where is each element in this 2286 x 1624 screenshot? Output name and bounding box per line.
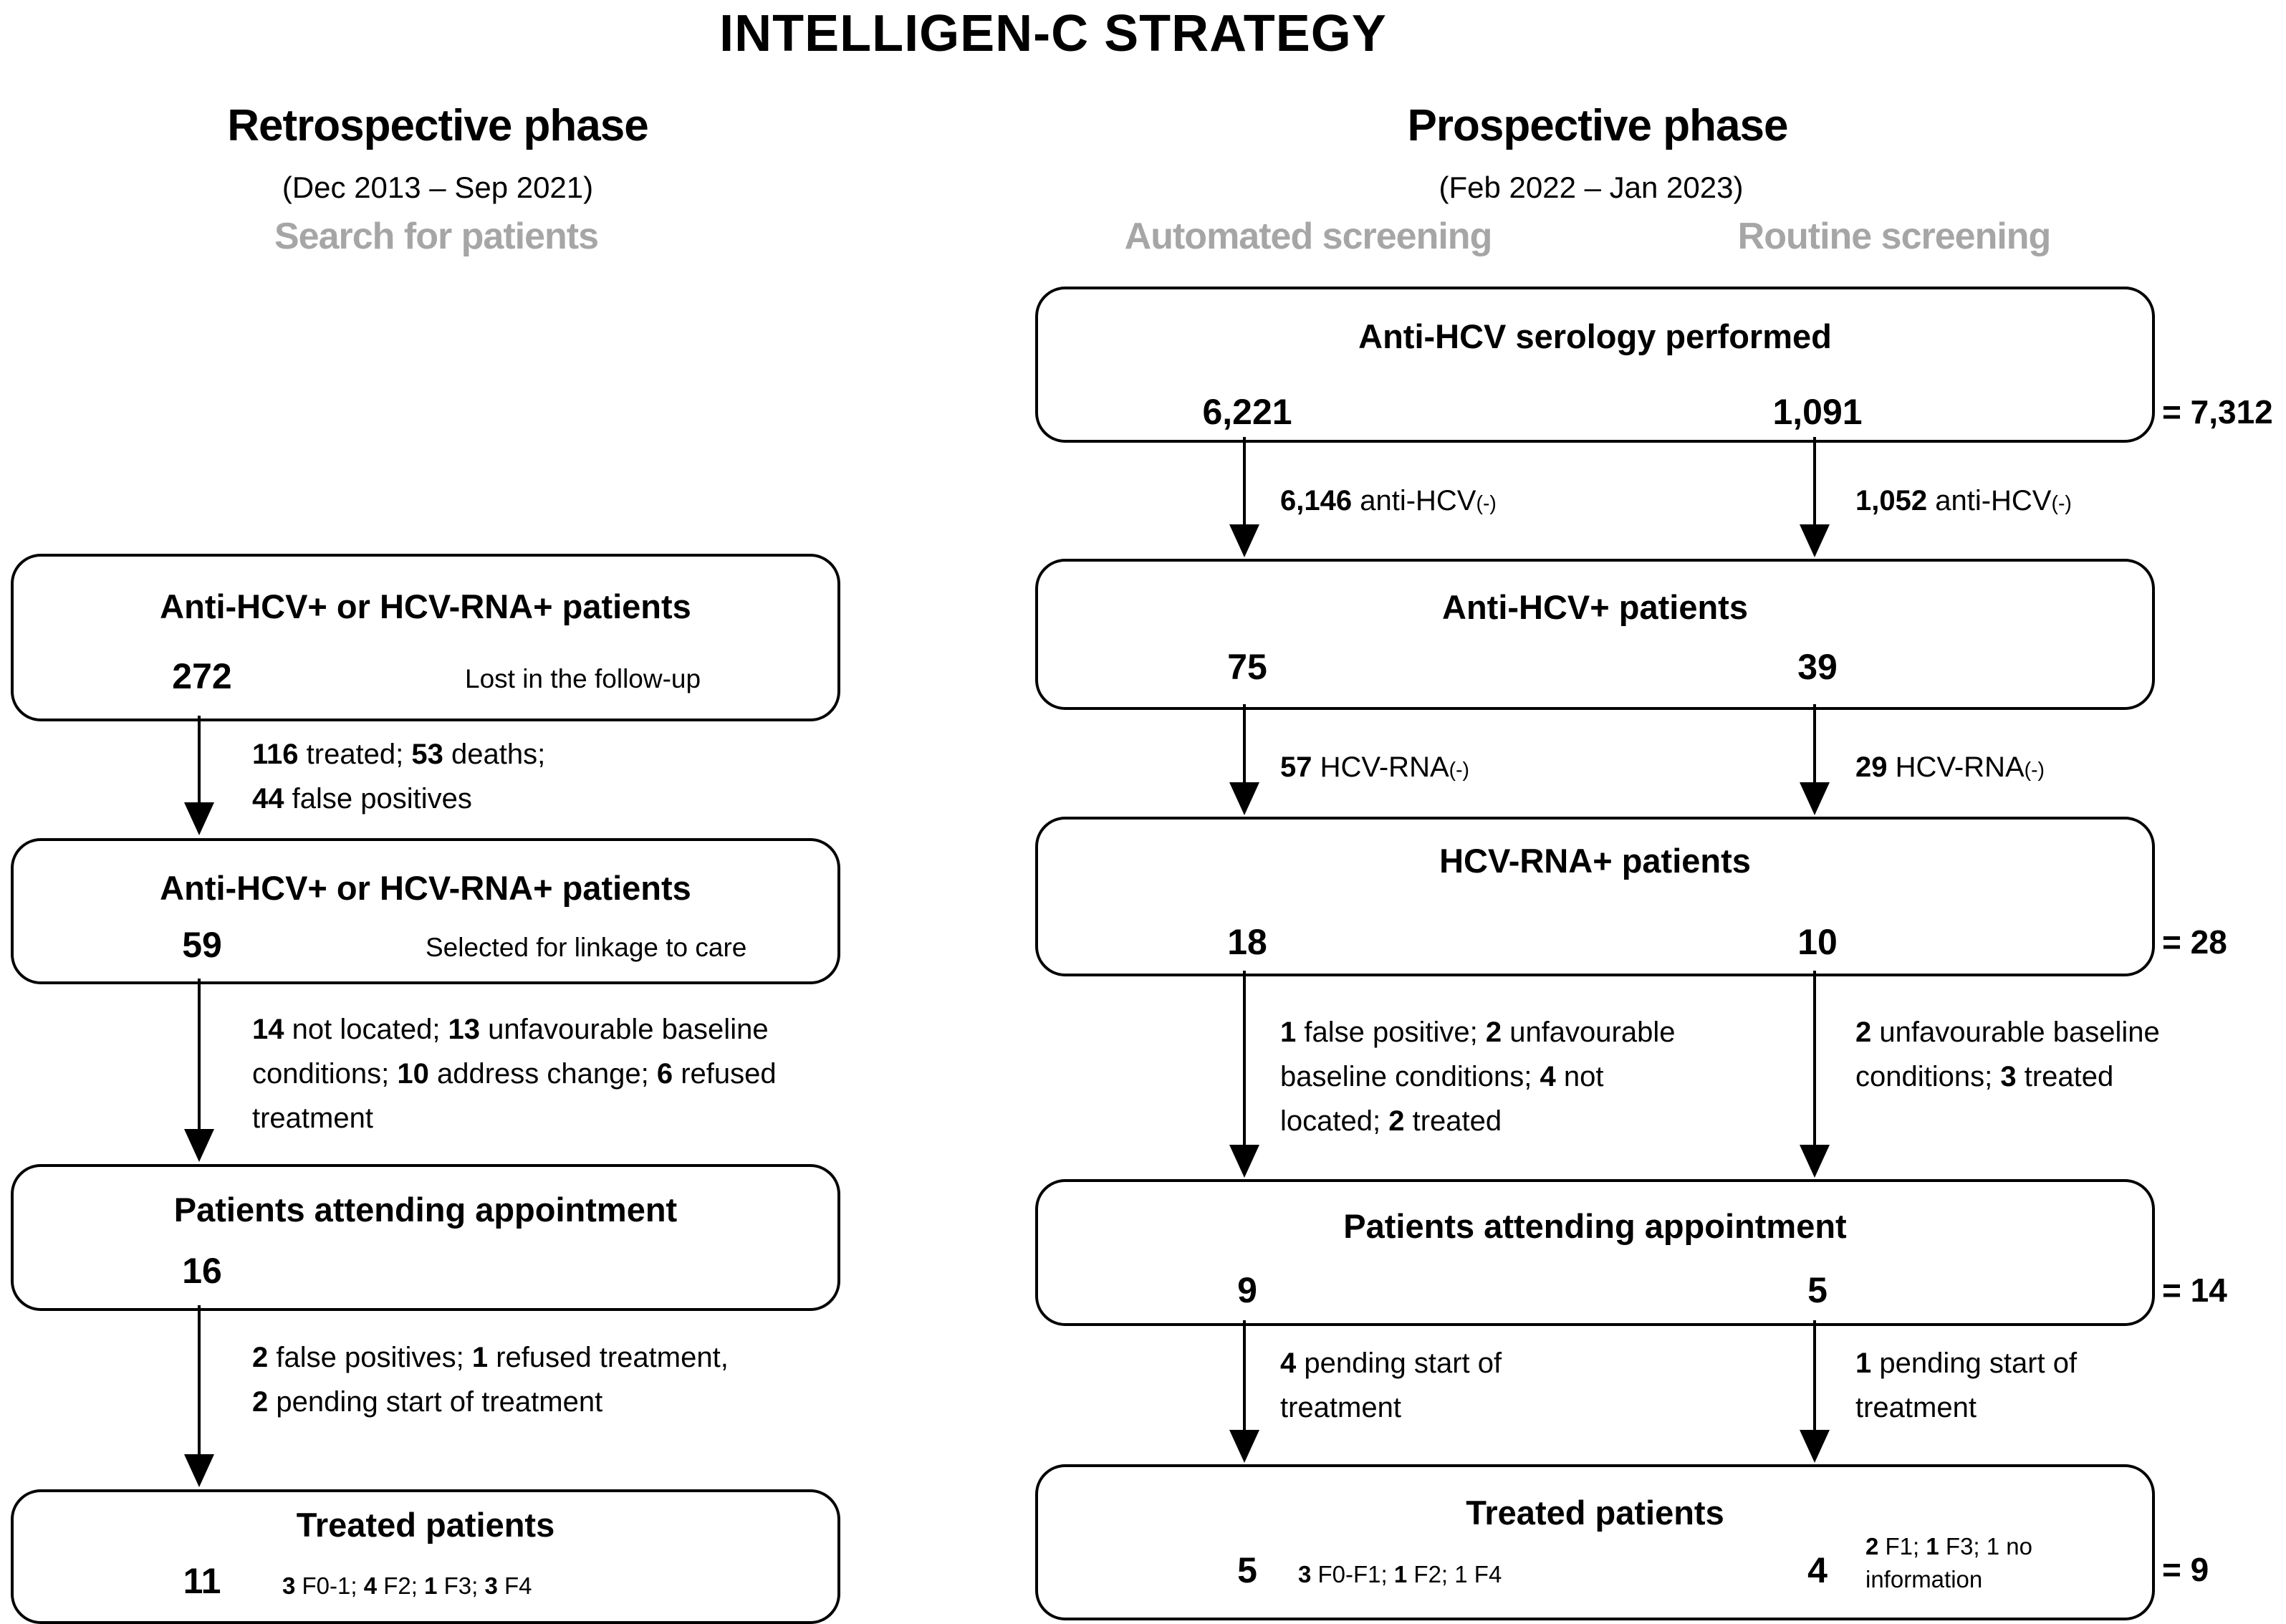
routine-count: 4	[1807, 1550, 1828, 1590]
arrow-label-retro-3: 2 false positives; 1 refused treatment,2…	[252, 1342, 729, 1418]
arrowhead-icon	[1229, 1145, 1259, 1178]
box-attending-appointment-pros: Patients attending appointment 9 5	[1035, 1179, 2155, 1326]
arrow-line	[1243, 704, 1246, 785]
patient-count: 16	[182, 1251, 222, 1291]
arrow-line	[1243, 971, 1246, 1148]
arrow-line	[1813, 1320, 1816, 1433]
arrow-label-retro-1: 116 treated; 53 deaths;44 false positive…	[252, 739, 546, 815]
box-anti-hcv-rna-59: Anti-HCV+ or HCV-RNA+ patients 59 Select…	[11, 838, 840, 984]
arrow-line	[1243, 1320, 1246, 1433]
box-serology-performed: Anti-HCV serology performed 6,221 1,091	[1035, 287, 2155, 443]
retrospective-mode-label: Search for patients	[274, 216, 599, 257]
retrospective-phase-heading: Retrospective phase	[227, 101, 648, 150]
routine-count: 10	[1797, 922, 1838, 962]
arrow-label-pros-1-left: 6,146 anti-HCV(-)	[1280, 485, 1497, 516]
arrow-label-retro-2: 14 not located; 13 unfavourable baseline…	[252, 1014, 777, 1134]
retrospective-phase-period: (Dec 2013 – Sep 2021)	[282, 170, 594, 204]
arrow-line	[1813, 704, 1816, 785]
arrowhead-icon	[1229, 524, 1259, 557]
arrow-line	[1243, 437, 1246, 527]
box-anti-hcv-rna-272: Anti-HCV+ or HCV-RNA+ patients 272 Lost …	[11, 554, 840, 721]
arrowhead-icon	[184, 802, 214, 835]
arrowhead-icon	[1800, 1430, 1830, 1463]
box-title: Anti-HCV+ or HCV-RNA+ patients	[160, 587, 691, 625]
routine-count: 5	[1807, 1270, 1828, 1310]
arrow-line	[1813, 437, 1816, 527]
automated-count: 9	[1237, 1270, 1257, 1310]
box-title: HCV-RNA+ patients	[1439, 842, 1751, 880]
patient-count: 59	[182, 925, 222, 965]
arrowhead-icon	[184, 1454, 214, 1487]
arrowhead-icon	[1800, 1145, 1830, 1178]
box-title: Anti-HCV serology performed	[1358, 317, 1832, 355]
box-title: Treated patients	[296, 1506, 555, 1544]
total-hcv-rna: = 28	[2162, 923, 2227, 961]
box-attending-appointment-retro: Patients attending appointment 16	[11, 1164, 840, 1311]
automated-count: 6,221	[1202, 392, 1292, 432]
arrowhead-icon	[1229, 1430, 1259, 1463]
box-note: Lost in the follow-up	[465, 664, 701, 693]
box-treated-patients-pros: Treated patients 5 3 F0-F1; 1 F2; 1 F4 4…	[1035, 1464, 2155, 1620]
arrowhead-icon	[1800, 524, 1830, 557]
automated-count: 5	[1237, 1550, 1257, 1590]
arrowhead-icon	[1229, 782, 1259, 815]
arrow-line	[198, 979, 201, 1132]
routine-count: 39	[1797, 647, 1838, 687]
routine-count: 1,091	[1772, 392, 1863, 432]
prospective-phase-heading: Prospective phase	[1407, 101, 1789, 150]
box-title: Treated patients	[1466, 1494, 1724, 1532]
arrow-label-pros-2-right: 29 HCV-RNA(-)	[1855, 751, 2045, 783]
arrow-line	[198, 716, 201, 805]
arrowhead-icon	[1800, 782, 1830, 815]
total-serology: = 7,312	[2162, 393, 2273, 431]
box-note: Selected for linkage to care	[426, 933, 747, 962]
patient-count: 272	[172, 656, 232, 696]
arrow-label-pros-2-left: 57 HCV-RNA(-)	[1280, 751, 1470, 783]
box-title: Patients attending appointment	[1343, 1207, 1847, 1245]
arrow-line	[198, 1305, 201, 1457]
routine-screening-label: Routine screening	[1737, 216, 2052, 257]
arrow-line	[1813, 971, 1816, 1148]
prospective-phase-period: (Feb 2022 – Jan 2023)	[1439, 170, 1744, 204]
box-anti-hcv-positive: Anti-HCV+ patients 75 39	[1035, 559, 2155, 710]
box-title: Anti-HCV+ patients	[1442, 588, 1748, 626]
arrow-label-pros-1-right: 1,052 anti-HCV(-)	[1855, 485, 2072, 516]
patient-count: 11	[183, 1561, 221, 1601]
total-attending: = 14	[2162, 1272, 2227, 1309]
box-title: Patients attending appointment	[173, 1191, 678, 1229]
automated-count: 18	[1227, 922, 1267, 962]
fibrosis-detail-automated: 3 F0-F1; 1 F2; 1 F4	[1298, 1561, 1502, 1587]
automated-screening-label: Automated screening	[1124, 216, 1493, 257]
fibrosis-detail: 3 F0-1; 4 F2; 1 F3; 3 F4	[282, 1572, 532, 1599]
box-treated-patients-retro: Treated patients 11 3 F0-1; 4 F2; 1 F3; …	[11, 1489, 840, 1624]
total-treated: = 9	[2162, 1551, 2209, 1588]
figure-title: INTELLIGEN-C STRATEGY	[719, 5, 1387, 62]
box-title: Anti-HCV+ or HCV-RNA+ patients	[160, 869, 691, 907]
arrowhead-icon	[184, 1129, 214, 1162]
automated-count: 75	[1227, 647, 1267, 687]
box-hcv-rna-positive: HCV-RNA+ patients 18 10	[1035, 817, 2155, 976]
